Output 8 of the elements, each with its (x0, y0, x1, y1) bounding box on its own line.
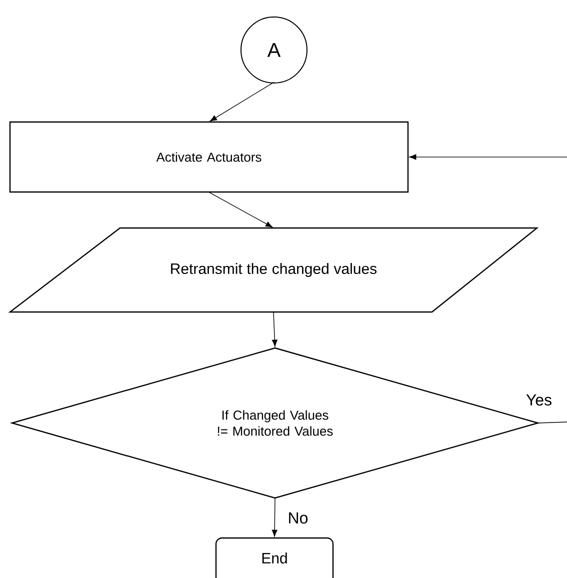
terminal-box: End (215, 537, 334, 578)
arrow (210, 82, 274, 122)
edge-label: No (286, 511, 310, 525)
arrow (272, 498, 278, 537)
process-box: Activate Actuators (9, 121, 409, 193)
arrow (208, 192, 273, 228)
arrow (272, 312, 278, 347)
arrow (409, 154, 567, 160)
